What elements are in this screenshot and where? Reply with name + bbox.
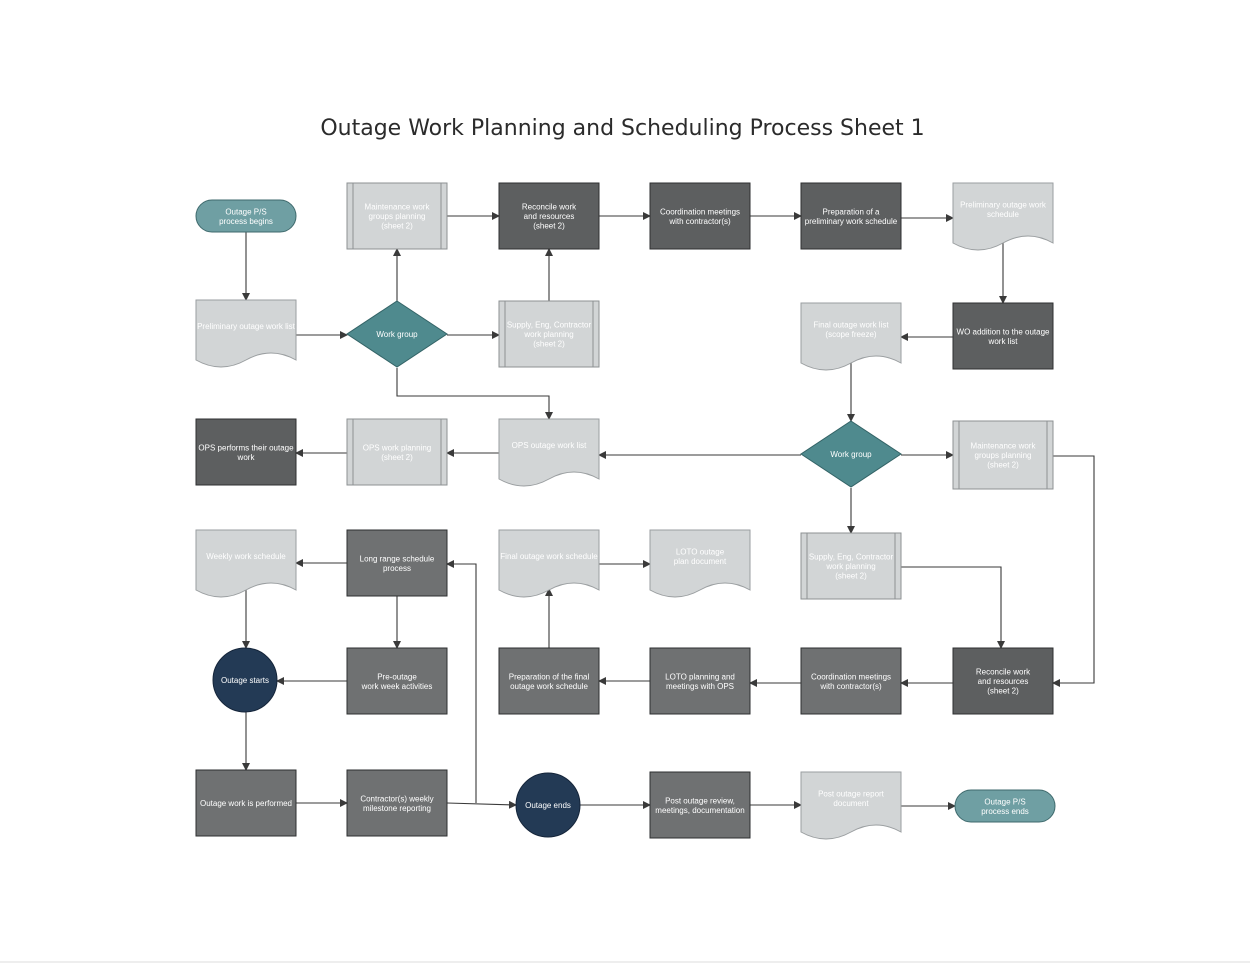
page-title: Outage Work Planning and Scheduling Proc…: [320, 116, 925, 141]
connector-arrow: [901, 566, 1005, 649]
final-schedule-label: Final outage work schedule: [500, 552, 598, 561]
work-group-1-label: Work group: [376, 330, 418, 339]
ops-planning-label: OPS work planning(sheet 2): [363, 443, 431, 462]
prelim-list-label: Preliminary outage work list: [197, 322, 296, 331]
node-post-review: Post outage review,meetings, documentati…: [649, 771, 751, 839]
work-group-2-label: Work group: [830, 450, 872, 459]
node-ops-list: OPS outage work list: [498, 418, 600, 487]
work-performed-label: Outage work is performed: [200, 799, 292, 808]
weekly-schedule-label: Weekly work schedule: [206, 552, 286, 561]
outage-starts-label: Outage starts: [221, 676, 269, 685]
final-list-label: Final outage work list(scope freeze): [813, 320, 889, 339]
node-prelim-list: Preliminary outage work list: [195, 299, 297, 368]
outage-ends-label: Outage ends: [525, 801, 571, 810]
node-weekly-schedule: Weekly work schedule: [195, 529, 297, 598]
connector-arrow: [1052, 455, 1095, 687]
ops-list-label: OPS outage work list: [512, 441, 587, 450]
node-work-group-1: Work group: [346, 300, 448, 368]
node-final-schedule: Final outage work schedule: [498, 529, 600, 598]
node-outage-ends: Outage ends: [515, 772, 581, 838]
post-review-label: Post outage review,meetings, documentati…: [655, 796, 744, 815]
connector-lines: [242, 212, 1095, 810]
connector-arrow: [446, 560, 477, 803]
node-outage-starts: Outage starts: [212, 647, 278, 713]
connector-arrow: [396, 368, 553, 420]
node-work-performed: Outage work is performed: [195, 769, 297, 837]
node-work-group-2: Work group: [800, 420, 902, 488]
connector-arrow: [446, 800, 517, 809]
node-final-list: Final outage work list(scope freeze): [800, 302, 902, 371]
node-ops-planning: OPS work planning(sheet 2): [346, 418, 448, 486]
